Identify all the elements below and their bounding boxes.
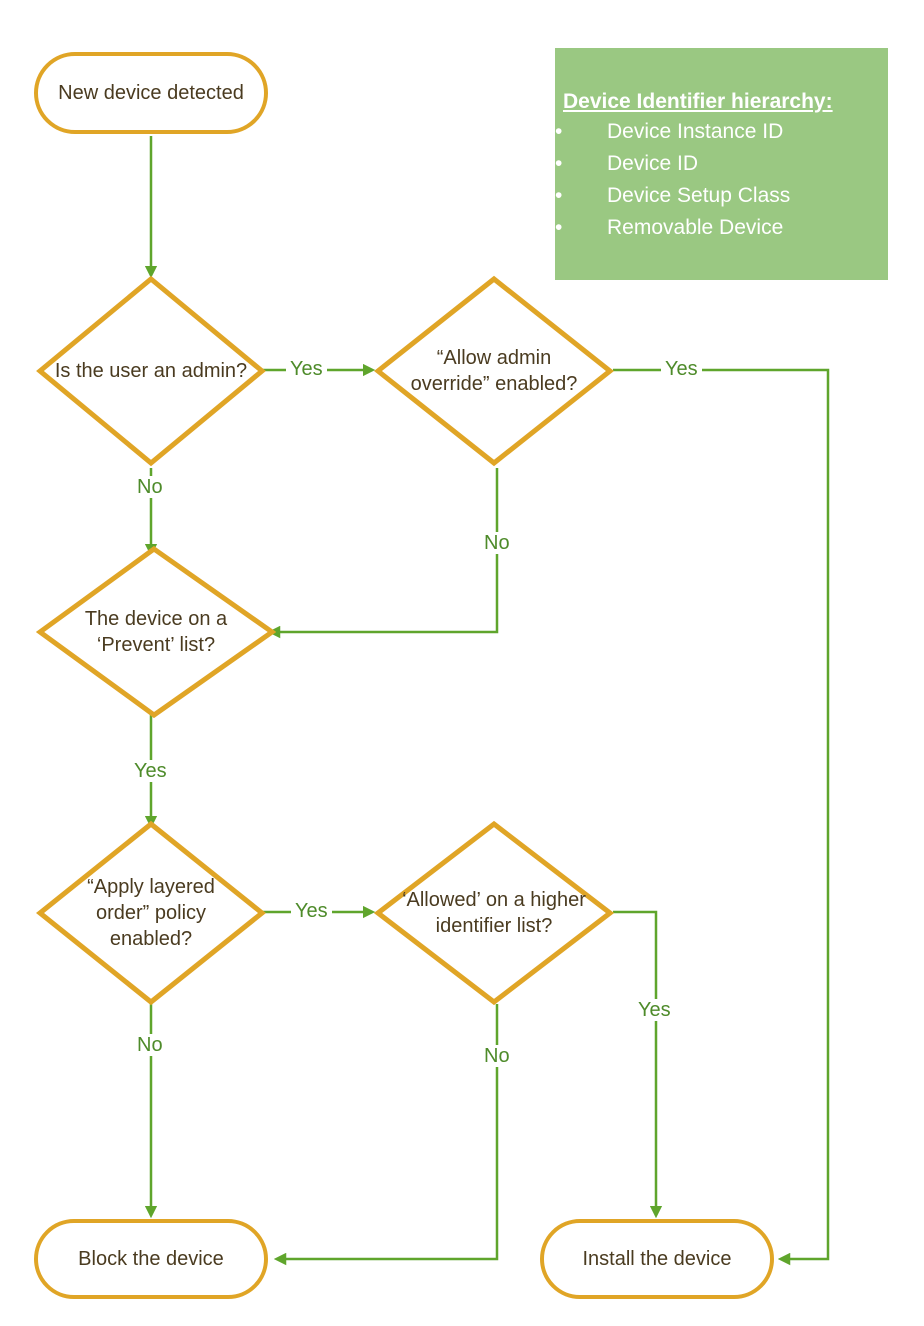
legend-item-label: Device Setup Class [607, 183, 791, 207]
node-label: The device on a ‘Prevent’ list? [84, 608, 228, 656]
node-label: Is the user an admin? [54, 360, 248, 382]
node-install-the-device[interactable]: Install the device [540, 1219, 774, 1299]
legend-device-identifier-hierarchy: Device Identifier hierarchy: • Device In… [555, 48, 888, 280]
node-allow-admin-override-enabled[interactable]: “Allow admin override” enabled? [374, 275, 614, 467]
node-apply-layered-order-policy-enabled[interactable]: “Apply layered order” policy enabled? [36, 820, 266, 1006]
node-new-device-detected[interactable]: New device detected [34, 52, 268, 134]
node-label: “Allow admin override” enabled? [410, 347, 578, 395]
bullet-icon: • [555, 183, 563, 207]
node-label: “Apply layered order” policy enabled? [87, 876, 215, 950]
diamond-shape [36, 545, 276, 719]
diamond-shape [36, 275, 266, 467]
node-is-the-user-an-admin[interactable]: Is the user an admin? [36, 275, 266, 467]
diamond-shape [36, 820, 266, 1006]
diamond-shape [374, 820, 614, 1006]
edge-label-allowed-higher-yes: Yes [634, 999, 675, 1021]
edge-label-allowed-higher-no: No [480, 1045, 514, 1067]
edge-label-layered-order-yes: Yes [291, 900, 332, 922]
legend-list: • Device Instance ID • Device ID • Devic… [555, 116, 888, 244]
edge-admin-override-no [267, 468, 499, 639]
edge-label-layered-order-no: No [133, 1034, 167, 1056]
edge-label-is-admin-yes: Yes [286, 358, 327, 380]
node-allowed-on-higher-identifier-list[interactable]: ‘Allowed’ on a higher identifier list? [374, 820, 614, 1006]
legend-title: Device Identifier hierarchy: [563, 90, 833, 113]
edge-label-is-admin-no: No [133, 476, 167, 498]
edge-label-admin-override-no: No [480, 532, 514, 554]
edge-label-prevent-list-yes: Yes [130, 760, 171, 782]
legend-item-label: Removable Device [607, 215, 784, 239]
bullet-icon: • [555, 120, 563, 143]
node-label: ‘Allowed’ on a higher identifier list? [402, 889, 586, 937]
legend-item-label: Device ID [607, 151, 699, 175]
legend-item-label: Device Instance ID [607, 120, 784, 143]
node-device-on-prevent-list[interactable]: The device on a ‘Prevent’ list? [36, 545, 276, 719]
list-item: • Device Instance ID [555, 116, 888, 148]
edge-label-admin-override-yes: Yes [661, 358, 702, 380]
edge-admin-override-yes [613, 368, 830, 1266]
list-item: • Device ID [555, 148, 888, 180]
list-item: • Device Setup Class [555, 180, 888, 212]
edge-allowed-higher-no [273, 1004, 499, 1266]
bullet-icon: • [555, 215, 563, 239]
node-block-the-device[interactable]: Block the device [34, 1219, 268, 1299]
list-item: • Removable Device [555, 212, 888, 244]
edge-allowed-higher-yes [613, 910, 663, 1219]
diamond-shape [374, 275, 614, 467]
bullet-icon: • [555, 151, 563, 175]
